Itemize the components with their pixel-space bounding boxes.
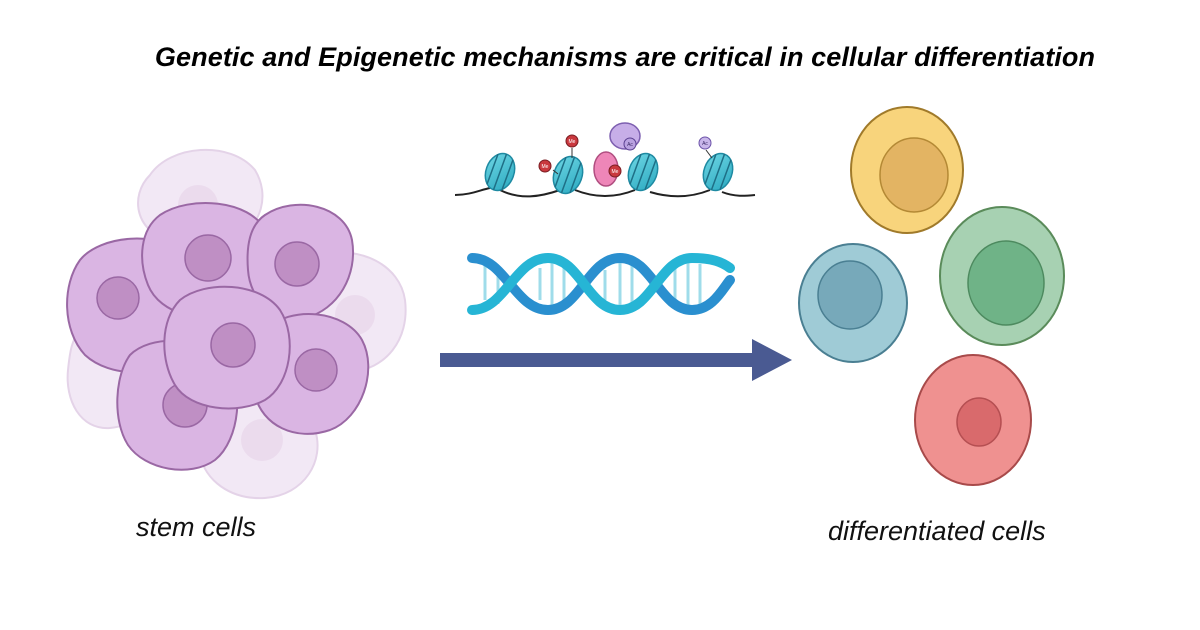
stem-cell-cluster [66, 149, 407, 500]
methyl-mark: Me [565, 134, 579, 158]
differentiated-cells-label: differentiated cells [828, 516, 1046, 546]
cell-red [914, 354, 1032, 486]
stem-nucleus [96, 276, 140, 320]
methyl-label: Me [542, 164, 549, 170]
dna-strand-a [467, 252, 735, 316]
cell-blue [798, 243, 908, 363]
stem-cells-label: stem cells [136, 512, 257, 542]
stem-nucleus [184, 234, 232, 282]
acetyl-label: Ac [702, 141, 708, 147]
chromatin-linker-dna [454, 187, 756, 198]
chromatin-fiber: Me Me Me Ac Ac [454, 122, 756, 198]
nucleus-blue [817, 260, 883, 330]
nucleosome [702, 152, 734, 192]
stem-nucleus [274, 241, 320, 287]
stem-nucleus-faded [241, 419, 283, 461]
acetyl-label: Ac [627, 142, 633, 148]
reader-protein-pink: Me [593, 151, 622, 187]
diagram-title: Genetic and Epigenetic mechanisms are cr… [154, 42, 1096, 72]
acetyl-mark: Ac [698, 136, 713, 159]
nucleosome [552, 155, 584, 195]
differentiated-cells [798, 106, 1065, 486]
methyl-label: Me [569, 139, 576, 145]
nucleus-green [967, 240, 1045, 326]
nucleus-yellow [879, 137, 949, 213]
nucleosome [627, 152, 659, 192]
differentiation-arrow [440, 339, 792, 381]
stem-nucleus [210, 322, 256, 368]
cell-yellow [850, 106, 964, 234]
nucleus-red [956, 397, 1002, 447]
dna-double-helix [467, 252, 735, 316]
reader-protein-purple: Ac [609, 122, 641, 151]
nucleosome [484, 152, 516, 192]
methyl-label: Me [612, 169, 619, 175]
methyl-mark: Me [538, 159, 559, 175]
stem-nucleus [294, 348, 338, 392]
cell-green [939, 206, 1065, 346]
dna-strand-b [467, 252, 735, 316]
